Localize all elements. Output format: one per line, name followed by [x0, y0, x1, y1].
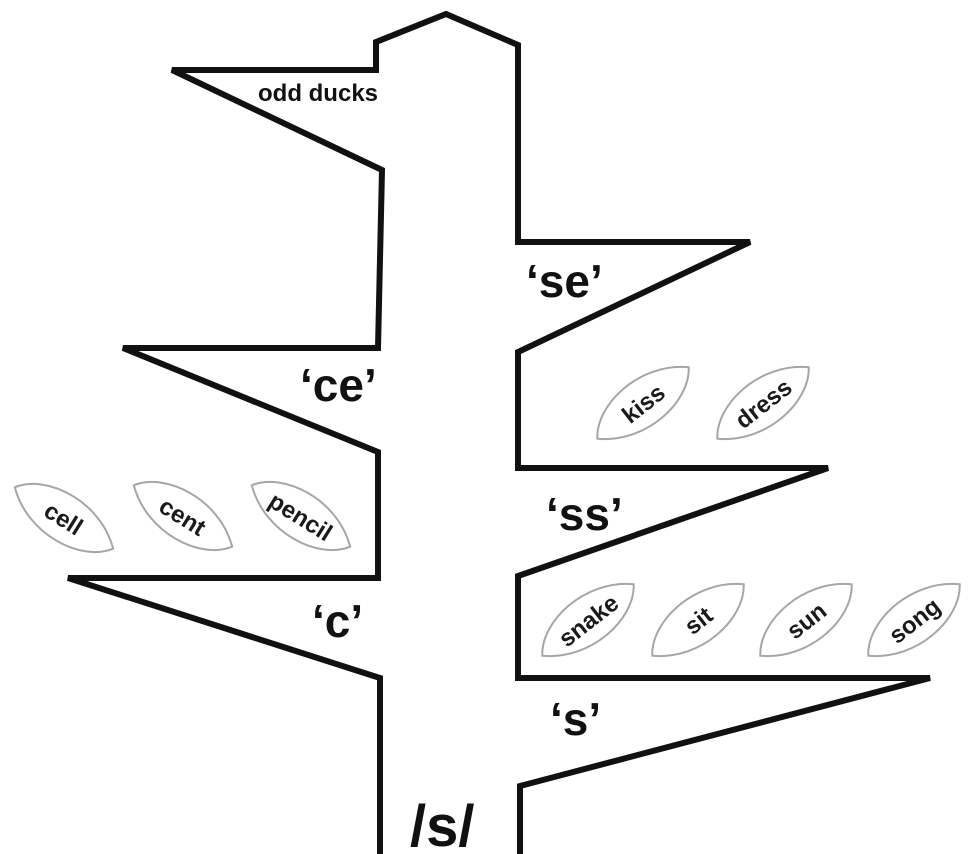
branch-label-ce: ‘ce’	[300, 359, 377, 411]
leaf-shape	[716, 366, 810, 440]
leaf-sun: sun	[759, 583, 853, 657]
odd-ducks-label: odd ducks	[258, 80, 378, 107]
branch-label-se: ‘se’	[526, 255, 603, 307]
tree-outline	[67, 10, 931, 854]
leaf-song: song	[867, 583, 961, 657]
leaf-cell: cell	[13, 482, 115, 554]
leaf-cent: cent	[132, 480, 234, 552]
leaf-snake: snake	[541, 583, 635, 657]
leaf-shape	[250, 480, 352, 552]
leaf-shape	[541, 583, 635, 657]
leaf-shape	[759, 583, 853, 657]
leaf-sit: sit	[651, 583, 745, 657]
leaf-shape	[132, 480, 234, 552]
leaf-dress: dress	[716, 366, 810, 440]
branch-label-ss: ‘ss’	[546, 488, 623, 540]
leaf-shape	[13, 482, 115, 554]
leaf-kiss: kiss	[596, 366, 690, 440]
branch-label-c: ‘c’	[312, 595, 363, 647]
leaf-shape	[596, 366, 690, 440]
leaf-shape	[867, 583, 961, 657]
root-label: /s/	[410, 794, 475, 854]
branch-label-s: ‘s’	[550, 693, 601, 745]
leaf-shape	[651, 583, 745, 657]
leaf-pencil: pencil	[250, 480, 352, 552]
